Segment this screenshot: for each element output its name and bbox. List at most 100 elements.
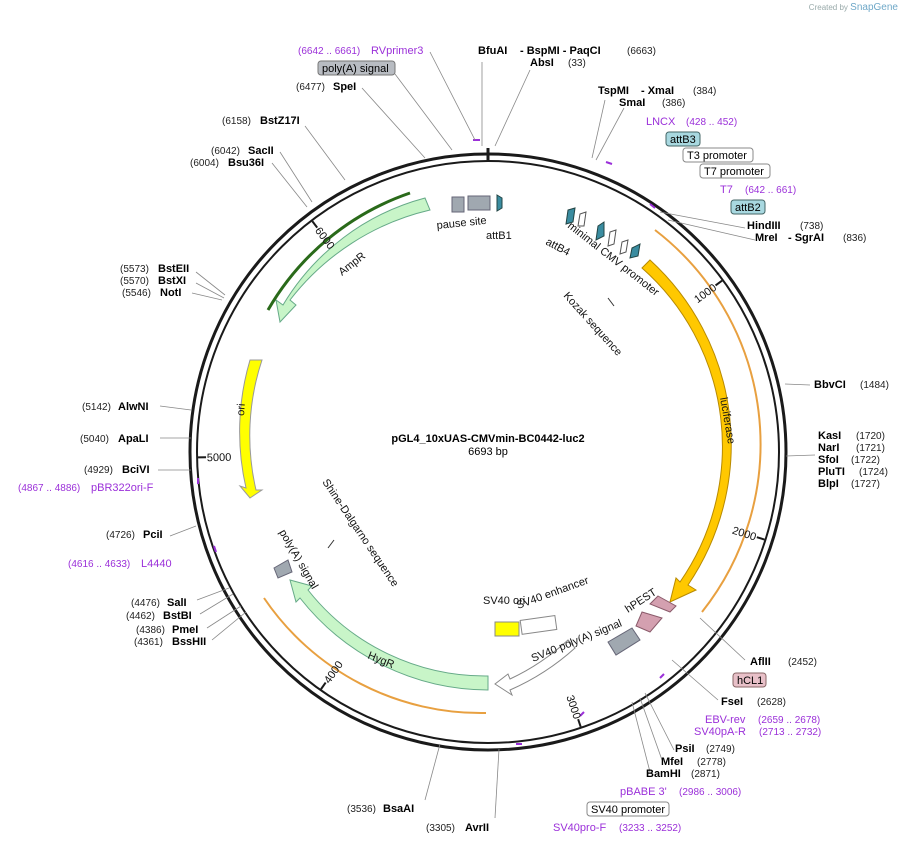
- site-sali[interactable]: SalI: [167, 597, 187, 609]
- primer-ebvrev[interactable]: EBV-rev: [705, 714, 746, 726]
- sv40-enhancer-block[interactable]: [519, 614, 558, 635]
- label-kozak: Kozak sequence: [561, 290, 624, 358]
- site-sfoi[interactable]: SfoI: [818, 454, 839, 466]
- site-bstxi[interactable]: BstXI: [158, 275, 186, 287]
- site-pmei[interactable]: PmeI: [172, 624, 198, 636]
- primer-sv40par[interactable]: SV40pA-R: [694, 726, 746, 738]
- sv40p-box: [586, 801, 670, 817]
- site-apali[interactable]: ApaLI: [118, 433, 149, 445]
- site-bsshii-pos: (4361): [134, 637, 163, 648]
- site-sgrai[interactable]: - SgrAI: [788, 232, 824, 244]
- site-bamhi[interactable]: BamHI: [646, 768, 681, 780]
- hpest-arrow-2[interactable]: [635, 611, 663, 633]
- label-attb4: attB4: [544, 236, 572, 259]
- primer-t7[interactable]: T7: [720, 184, 733, 196]
- polya-top-label[interactable]: poly(A) signal: [322, 63, 389, 75]
- attb-block-2[interactable]: [595, 221, 605, 241]
- primer-pbr322orif[interactable]: pBR322ori-F: [91, 482, 154, 494]
- cmv-block-3[interactable]: [619, 239, 629, 255]
- t3-box: [682, 147, 754, 163]
- primer-sv40prof[interactable]: SV40pro-F: [553, 822, 606, 834]
- site-bsu36i-pos: (6004): [190, 158, 219, 169]
- site-mrei[interactable]: MreI: [755, 232, 778, 244]
- hcl1-box: [732, 672, 767, 688]
- site-blpi[interactable]: BlpI: [818, 478, 839, 490]
- site-bsaai[interactable]: BsaAI: [383, 803, 414, 815]
- attb1-block[interactable]: [496, 194, 503, 212]
- site-sfoi-pos: (1722): [851, 455, 880, 466]
- site-mfei-pos: (2778): [697, 757, 726, 768]
- site-bcivi[interactable]: BciVI: [122, 464, 150, 476]
- site-xmai[interactable]: - XmaI: [641, 85, 674, 97]
- site-bstz17i[interactable]: BstZ17I: [260, 115, 300, 127]
- site-bbvci[interactable]: BbvCI: [814, 379, 846, 391]
- pause-site-block-2[interactable]: [467, 195, 491, 211]
- site-bamhi-pos: (2871): [691, 769, 720, 780]
- site-smai[interactable]: SmaI: [619, 97, 645, 109]
- site-pcii[interactable]: PciI: [143, 529, 163, 541]
- ampr-arrow[interactable]: [275, 197, 431, 324]
- sv40-ori-block[interactable]: [494, 621, 520, 637]
- hygr-arrow[interactable]: [289, 579, 489, 691]
- site-nari[interactable]: NarI: [818, 442, 839, 454]
- attb-block-3[interactable]: [629, 243, 641, 259]
- site-avrii[interactable]: AvrII: [465, 822, 489, 834]
- hcl1-label[interactable]: hCL1: [737, 675, 763, 687]
- site-bstbi-pos: (4462): [126, 611, 155, 622]
- site-tspmi[interactable]: TspMI: [598, 85, 629, 97]
- t3-label[interactable]: T3 promoter: [687, 150, 747, 162]
- primer-rvprimer3[interactable]: RVprimer3: [371, 45, 423, 57]
- attb3-box: [665, 131, 701, 147]
- hpest-arrow[interactable]: [649, 595, 677, 613]
- site-hindiii[interactable]: HindIII: [747, 220, 781, 232]
- primer-l4440[interactable]: L4440: [141, 558, 172, 570]
- site-bsshii[interactable]: BssHII: [172, 636, 206, 648]
- site-alwni-pos: (5142): [82, 402, 111, 413]
- site-fsei[interactable]: FseI: [721, 696, 743, 708]
- attb3-label[interactable]: attB3: [670, 134, 696, 146]
- attb2-label[interactable]: attB2: [735, 202, 761, 214]
- site-mrei-pos: (836): [843, 233, 866, 244]
- plasmid-name: pGL4_10xUAS-CMVmin-BC0442-luc2: [391, 433, 584, 445]
- site-bfuai[interactable]: BfuAI: [478, 45, 507, 57]
- sv40-promoter-arrow[interactable]: [494, 639, 576, 697]
- tick-mark-2000: [756, 536, 765, 541]
- site-aflii[interactable]: AflII: [750, 656, 771, 668]
- primer-pbabe3[interactable]: pBABE 3': [620, 786, 667, 798]
- attb2-box: [730, 199, 766, 215]
- site-kasi[interactable]: KasI: [818, 430, 841, 442]
- attb4-block[interactable]: [565, 207, 576, 225]
- polya-block[interactable]: [273, 559, 293, 579]
- site-bfuai-iso[interactable]: - BspMI - PaqCI: [520, 45, 601, 57]
- site-bstbi[interactable]: BstBI: [163, 610, 192, 622]
- t7p-label[interactable]: T7 promoter: [704, 166, 764, 178]
- site-psii[interactable]: PsiI: [675, 743, 695, 755]
- tick-label-5000: 5000: [207, 452, 232, 464]
- sv40p-label[interactable]: SV40 promoter: [591, 804, 665, 816]
- tick-label-1000: 1000: [692, 282, 719, 306]
- cmv-block-1[interactable]: [577, 211, 587, 227]
- site-bstxi-pos: (5570): [120, 276, 149, 287]
- site-absi[interactable]: AbsI: [530, 57, 554, 69]
- tick-mark-1000: [714, 279, 723, 287]
- site-bsu36i[interactable]: Bsu36I: [228, 157, 264, 169]
- site-mfei[interactable]: MfeI: [661, 756, 683, 768]
- site-bsteii-pos: (5573): [120, 264, 149, 275]
- site-pluti[interactable]: PluTI: [818, 466, 845, 478]
- cmv-block-2[interactable]: [607, 229, 617, 247]
- site-alwni[interactable]: AlwNI: [118, 401, 149, 413]
- primer-labels: RVprimer3 (6642 .. 6661) LNCX (428 .. 45…: [18, 45, 821, 834]
- luciferase-arrow[interactable]: [641, 259, 732, 603]
- site-bsteii[interactable]: BstEII: [158, 263, 189, 275]
- site-blpi-pos: (1727): [851, 479, 880, 490]
- site-noti[interactable]: NotI: [160, 287, 181, 299]
- site-sacii[interactable]: SacII: [248, 145, 274, 157]
- site-absi-pos: (33): [568, 58, 586, 69]
- pause-site-block-1[interactable]: [451, 196, 465, 213]
- sv40-polya-block[interactable]: [607, 627, 641, 656]
- site-pmei-pos: (4386): [136, 625, 165, 636]
- l4440-mark: [213, 545, 217, 553]
- primer-lncx[interactable]: LNCX: [646, 116, 676, 128]
- site-spei[interactable]: SpeI: [333, 81, 356, 93]
- ori-arrow[interactable]: [238, 359, 264, 499]
